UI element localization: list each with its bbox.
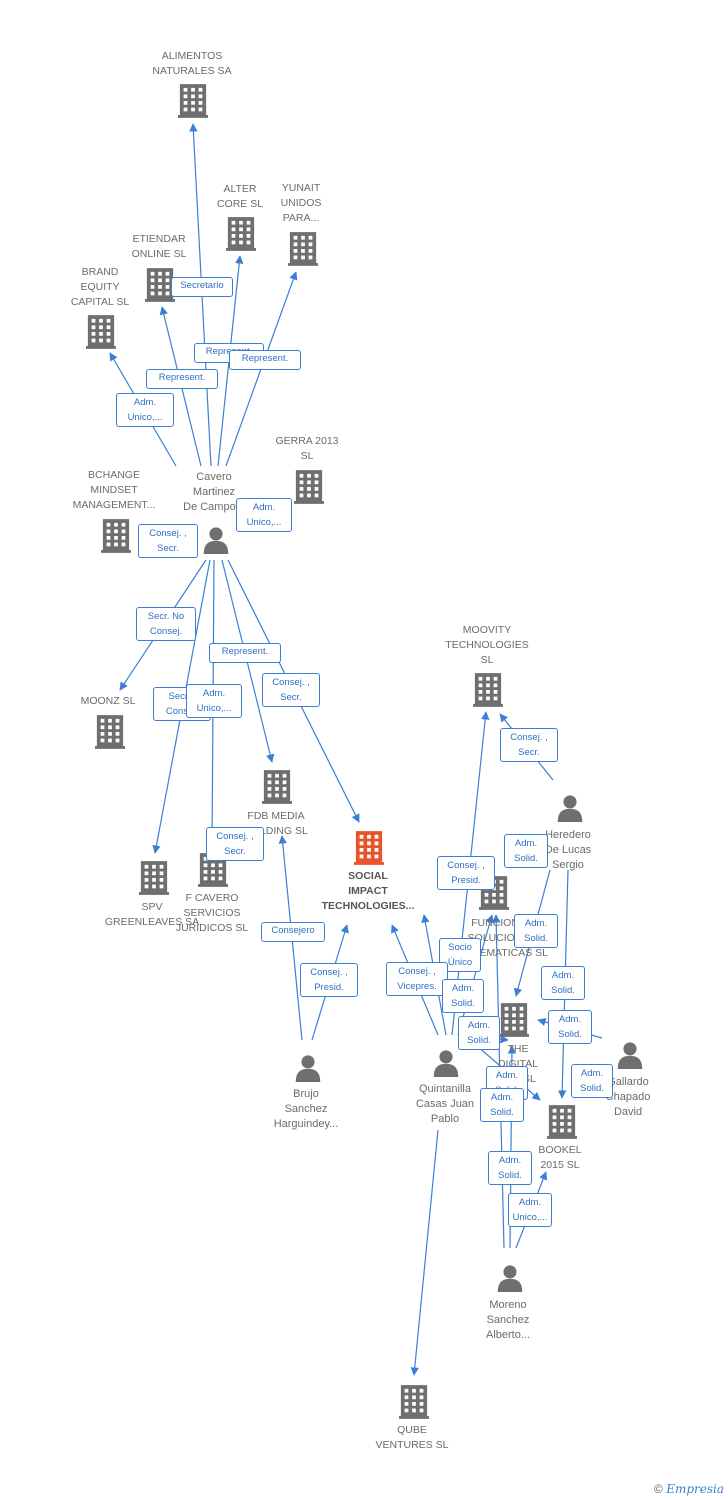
person-icon[interactable] <box>497 1265 523 1292</box>
copyright-mark: © <box>654 1482 663 1496</box>
person-icon[interactable] <box>203 527 229 554</box>
edge-relation-label: Adm. Solid. <box>514 914 558 948</box>
edge-relation-label: Consej. , Secr. <box>138 524 198 558</box>
brand-logo-text: Empresia <box>666 1482 724 1496</box>
edge-relation-label: Adm. Solid. <box>504 834 548 868</box>
edge-relation-label: Adm. Solid. <box>548 1010 592 1044</box>
footer-brand: © Empresia <box>654 1482 724 1496</box>
person-icon[interactable] <box>557 795 583 822</box>
edge-relation-label: Adm. Unico,... <box>116 393 174 427</box>
edge-relation-label: Consej. , Secr. <box>206 827 264 861</box>
edge-relation-label: Adm. Solid. <box>488 1151 532 1185</box>
building-icon[interactable] <box>139 861 169 895</box>
edge-quintanilla-to-funciones <box>457 914 494 1036</box>
building-icon[interactable] <box>86 315 116 349</box>
building-icon[interactable] <box>294 470 324 504</box>
building-icon[interactable] <box>101 519 131 553</box>
edge-relation-label: Adm. Solid. <box>480 1088 524 1122</box>
building-icon[interactable] <box>95 715 125 749</box>
person-icon[interactable] <box>295 1055 321 1082</box>
person-icon[interactable] <box>433 1050 459 1077</box>
edge-relation-label: Consej. , Presid. <box>300 963 358 997</box>
edge-relation-label: Adm. Solid. <box>458 1016 500 1050</box>
edge-relation-label: Adm. Unico,... <box>186 684 242 718</box>
edge-relation-label: Consej. , Secr. <box>262 673 320 707</box>
building-icon[interactable] <box>499 1003 529 1037</box>
edge-relation-label: Represent. <box>209 643 281 663</box>
edge-relation-label: Represent. <box>229 350 301 370</box>
edge-relation-label: Secr. No Consej. <box>136 607 196 641</box>
building-icon[interactable] <box>178 84 208 118</box>
edge-relation-label: Adm. Unico,... <box>508 1193 552 1227</box>
edge-relation-label: Adm. Unico,... <box>236 498 292 532</box>
edge-relation-label: Socio Único <box>439 938 481 972</box>
edge-quintanilla-to-qube <box>410 1129 439 1376</box>
building-icon[interactable] <box>288 232 318 266</box>
edge-relation-label: Consej. , Presid. <box>437 856 495 890</box>
edge-relation-label: Adm. Solid. <box>571 1064 613 1098</box>
edge-relation-label: Represent. <box>146 369 218 389</box>
building-icon[interactable] <box>473 673 503 707</box>
edge-relation-label: Secretario <box>171 277 233 297</box>
building-icon[interactable] <box>262 770 292 804</box>
person-icon[interactable] <box>617 1042 643 1069</box>
edge-relation-label: Adm. Solid. <box>442 979 484 1013</box>
building-icon[interactable] <box>399 1385 429 1419</box>
focus-building-icon[interactable] <box>354 831 384 865</box>
building-icon[interactable] <box>226 217 256 251</box>
edge-relation-label: Consejero <box>261 922 325 942</box>
edge-relation-label: Consej. , Vicepres. <box>386 962 448 996</box>
building-icon[interactable] <box>547 1105 577 1139</box>
edge-relation-label: Adm. Solid. <box>541 966 585 1000</box>
edge-relation-label: Consej. , Secr. <box>500 728 558 762</box>
node-icons <box>86 84 643 1419</box>
